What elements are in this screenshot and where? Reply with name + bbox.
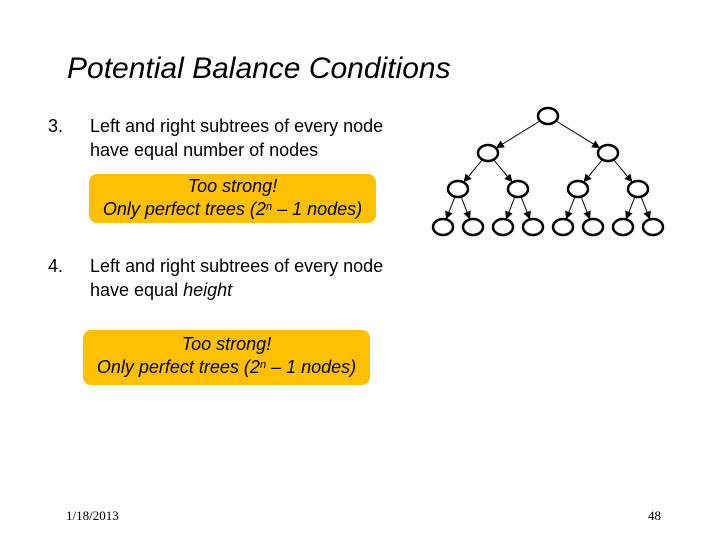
item-line2: have equal height	[90, 278, 383, 302]
tree-node	[446, 179, 470, 199]
item-line2-plain: have equal	[90, 280, 184, 300]
footer-page-number: 48	[648, 508, 661, 523]
item-text: Left and right subtrees of every node ha…	[90, 114, 383, 162]
callout-box: Too strong! Only perfect trees (2n – 1 n…	[83, 330, 370, 385]
tree-node	[566, 179, 590, 199]
tree-node	[641, 217, 665, 237]
callout-box: Too strong! Only perfect trees (2n – 1 n…	[89, 174, 376, 223]
tree-edge-arrow	[555, 120, 601, 149]
tree-edge-arrow	[495, 120, 541, 149]
tree-node	[521, 217, 545, 237]
tree-edge-arrow	[493, 159, 513, 183]
slide-title: Potential Balance Conditions	[67, 52, 451, 85]
item-line2-italic: height	[183, 280, 233, 300]
tree-node	[536, 106, 560, 126]
item-line2-plain: have equal number of nodes	[90, 140, 319, 160]
tree-edge-arrow	[463, 159, 483, 183]
tree-node	[461, 217, 485, 237]
tree-node	[506, 179, 530, 199]
tree-node	[551, 217, 575, 237]
tree-edge-arrow	[505, 196, 516, 220]
item-number: 3.	[48, 116, 64, 136]
item-line1: Left and right subtrees of every node	[90, 116, 384, 136]
tree-edge-arrow	[565, 196, 576, 220]
tree-edge-arrow	[640, 196, 651, 220]
tree-edge-arrow	[460, 196, 471, 220]
tree-edge-arrow	[625, 196, 636, 220]
callout-text: – 1 nodes)	[272, 199, 363, 219]
item-text: Left and right subtrees of every node ha…	[90, 254, 383, 302]
callout-text: Only perfect trees (2	[102, 199, 266, 219]
footer-date: 1/18/2013	[66, 508, 119, 523]
tree-node	[581, 217, 605, 237]
tree-node	[626, 179, 650, 199]
callout-superscript: n	[265, 201, 273, 213]
tree-node	[611, 217, 635, 237]
item-line1: Left and right subtrees of every node	[90, 256, 384, 276]
tree-node	[476, 143, 500, 163]
tree-nodes	[431, 106, 665, 237]
tree-edge-arrow	[520, 196, 531, 220]
callout-line1: Too strong!	[181, 334, 272, 354]
callout-line1: Too strong!	[187, 176, 278, 196]
tree-edge-arrow	[613, 159, 633, 183]
callout-line2: Only perfect trees (2n – 1 nodes)	[89, 198, 376, 221]
tree-node	[491, 217, 515, 237]
callout-text: Only perfect trees (2	[96, 357, 260, 377]
callout-superscript: n	[259, 359, 267, 371]
tree-edge-arrow	[583, 159, 603, 183]
tree-edge-arrow	[580, 196, 591, 220]
tree-node	[596, 143, 620, 163]
callout-line2: Only perfect trees (2n – 1 nodes)	[83, 356, 370, 379]
tree-edges	[445, 120, 651, 220]
tree-edge-arrow	[445, 196, 456, 220]
tree-node	[431, 217, 455, 237]
callout-text: – 1 nodes)	[266, 357, 357, 377]
item-number: 4.	[48, 256, 64, 276]
item-line2: have equal number of nodes	[90, 138, 383, 162]
